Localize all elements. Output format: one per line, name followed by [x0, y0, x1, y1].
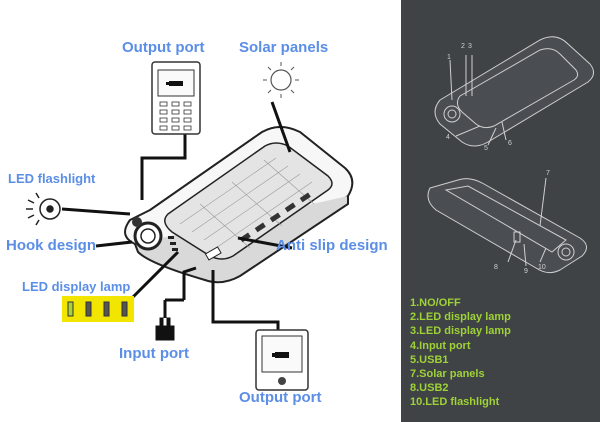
legend-item: 5.USB1: [410, 353, 449, 366]
legend-item: 3.LED display lamp: [410, 325, 511, 338]
callout-number: 3: [468, 43, 472, 50]
phone-icon-top: [151, 61, 201, 135]
side-view-bottom: [427, 177, 587, 274]
flashlight-icon: [26, 192, 61, 226]
output-port-bottom-label: Output port: [239, 389, 322, 406]
callout-number: 2: [461, 43, 465, 50]
solar-panels-label: Solar panels: [239, 39, 329, 56]
callout-number: 6: [508, 140, 512, 147]
legend-list: 1.NO/OFF 2.LED display lamp 3.LED displa…: [410, 296, 511, 410]
hook-design-label: Hook design: [6, 237, 97, 254]
output-port-top-label: Output port: [122, 39, 205, 56]
led-flashlight-label: LED flashlight: [8, 171, 96, 186]
legend-item: 4.Input port: [410, 339, 471, 352]
legend-item: 7.Solar panels: [410, 368, 485, 381]
callout-number: 9: [524, 268, 528, 275]
side-view-top: [434, 36, 594, 147]
input-port-label: Input port: [119, 345, 189, 362]
callout-number: 5: [484, 145, 488, 152]
callout-number: 4: [446, 134, 450, 141]
anti-slip-design-label: Anti slip design: [276, 237, 388, 254]
power-bank-illustration: [124, 126, 354, 284]
led-display-lamp-label: LED display lamp: [22, 279, 131, 294]
legend-item: 10.LED flashlight: [410, 396, 500, 409]
legend-item: 1.NO/OFF: [410, 297, 461, 309]
led-lamp-strip: [62, 296, 134, 322]
phone-icon-bottom: [255, 329, 309, 391]
callout-number: 1: [447, 54, 451, 61]
callout-number: 8: [494, 264, 498, 271]
callout-number: 10: [538, 264, 546, 271]
sun-icon: [263, 62, 299, 98]
legend-item: 2.LED display lamp: [410, 311, 511, 324]
plug-icon: [155, 298, 184, 341]
callout-number: 7: [546, 170, 550, 177]
legend-item: 8.USB2: [410, 382, 449, 395]
